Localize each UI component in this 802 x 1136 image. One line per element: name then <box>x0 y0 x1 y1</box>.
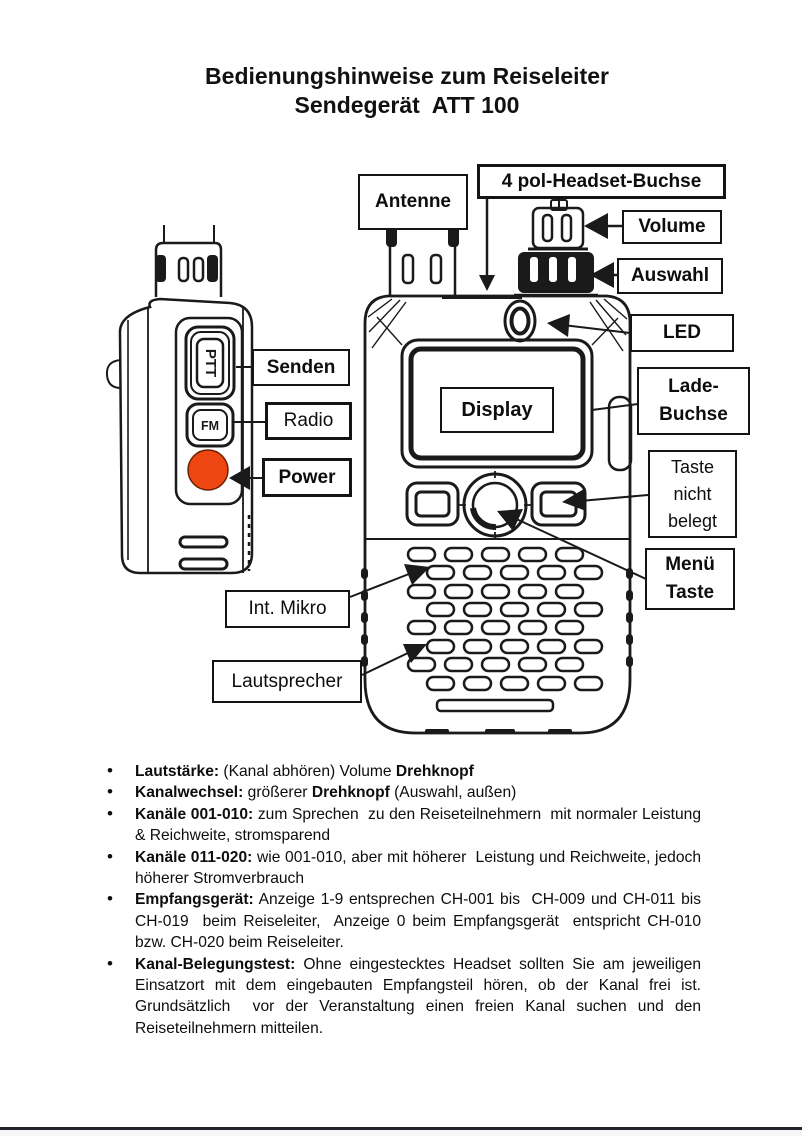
list-item-kanalwechsel: Kanalwechsel: größerer Drehknopf (Auswah… <box>100 781 701 803</box>
list-item-empfangsgeraet: Empfangsgerät: Anzeige 1-9 entsprechen C… <box>100 888 701 953</box>
led-drawing <box>503 299 537 343</box>
taste-nicht-belegt-arrow <box>562 489 649 511</box>
label-volume: Volume <box>622 210 722 244</box>
lautsprecher-arrow <box>361 644 427 676</box>
label-auswahl: Auswahl <box>617 258 723 294</box>
callout-arrows <box>229 199 649 676</box>
led-arrow <box>547 314 631 337</box>
headset-down-arrow <box>479 199 495 291</box>
label-led: LED <box>630 314 734 352</box>
device-diagram: PTT FM <box>105 199 649 735</box>
menu-knob-drawing <box>459 471 531 539</box>
ptt-button-drawing: PTT <box>184 325 236 401</box>
speaker-grille-drawing <box>406 546 604 692</box>
volume-knob-drawing <box>528 199 588 251</box>
label-menue-taste: Menü Taste <box>645 548 735 610</box>
list-item-kanaele-001-010: Kanäle 001-010: zum Sprechen zu den Reis… <box>100 803 701 847</box>
label-power: Power <box>262 458 352 497</box>
list-item-kanal-belegungstest: Kanal-Belegungstest: Ohne eingestecktes … <box>100 953 701 1040</box>
power-button-drawing <box>187 449 229 491</box>
title-line-2: Sendegerät ATT 100 <box>294 92 520 118</box>
device-side-view-drawing: PTT FM <box>105 225 254 575</box>
label-headset-buchse: 4 pol-Headset-Buchse <box>477 164 726 199</box>
auswahl-knob-drawing <box>514 252 598 297</box>
label-lautsprecher: Lautsprecher <box>212 660 362 703</box>
label-lade-buchse: Lade- Buchse <box>637 367 750 435</box>
power-arrow <box>229 466 263 490</box>
list-item-kanaele-011-020: Kanäle 011-020: wie 001-010, aber mit hö… <box>100 846 701 890</box>
label-senden: Senden <box>252 349 350 386</box>
title-line-1: Bedienungshinweise zum Reiseleiter <box>205 63 609 89</box>
lade-buchse-line <box>591 403 639 411</box>
ptt-button-text: PTT <box>202 349 219 377</box>
page-bottom-strip <box>0 1130 802 1136</box>
int-mikro-arrow <box>349 564 430 598</box>
page-bottom-border <box>0 1127 802 1130</box>
display-screen-drawing <box>400 338 594 469</box>
auswahl-arrow <box>590 262 618 288</box>
fm-button-drawing: FM <box>185 402 235 448</box>
menue-taste-arrow <box>497 509 647 580</box>
device-front-view-drawing <box>361 199 633 735</box>
instructions-list: Lautstärke: (Kanal abhören) Volume Drehk… <box>100 760 701 1040</box>
volume-arrow <box>584 213 623 239</box>
list-item-lautstaerke: Lautstärke: (Kanal abhören) Volume Drehk… <box>100 760 701 782</box>
label-int-mikro: Int. Mikro <box>225 590 350 628</box>
left-key-drawing <box>405 481 460 527</box>
fm-button-text: FM <box>201 419 219 433</box>
label-display: Display <box>440 387 554 433</box>
label-taste-nicht-belegt: Taste nicht belegt <box>648 450 737 538</box>
label-antenne: Antenne <box>358 174 468 230</box>
label-radio: Radio <box>265 402 352 440</box>
